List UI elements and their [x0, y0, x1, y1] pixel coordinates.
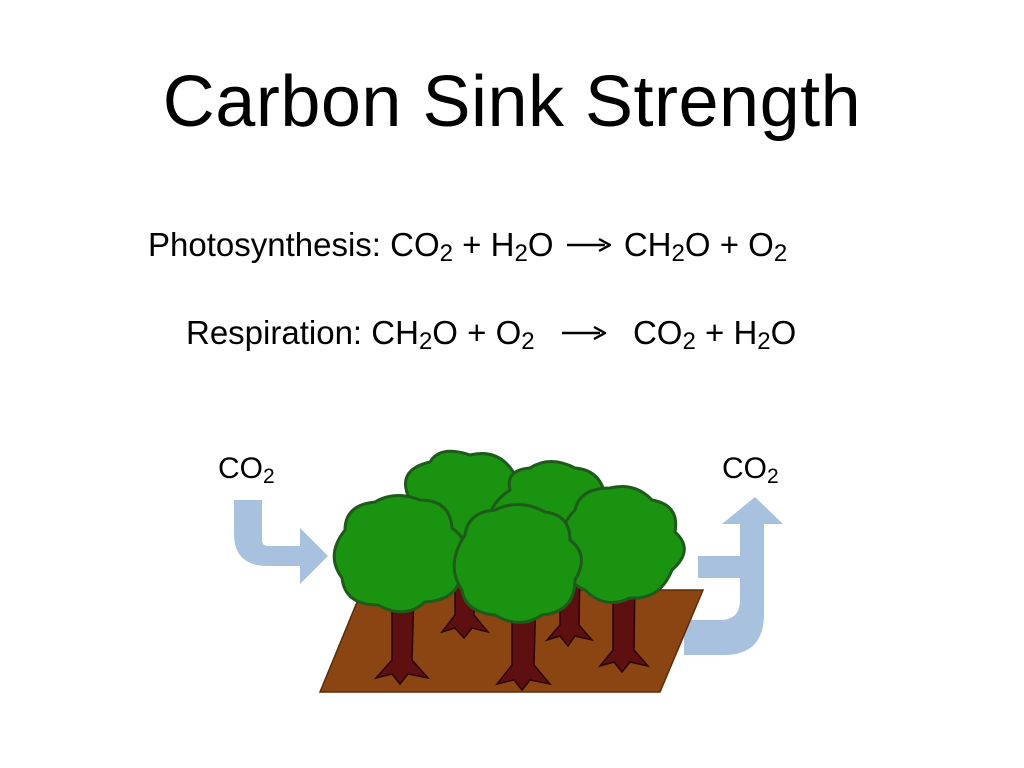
- reactant-co2: CO2: [390, 226, 453, 267]
- respiration-label: Respiration:: [186, 314, 363, 351]
- plus-sign: +: [462, 226, 482, 263]
- respiration-equation: Respiration: CH2O + O2 CO2 + H2O: [186, 313, 797, 355]
- plus-sign: +: [719, 226, 739, 263]
- photosynthesis-label: Photosynthesis:: [148, 226, 381, 263]
- reaction-arrow-icon: [561, 326, 606, 341]
- product-ch2o: CH2O: [623, 226, 711, 267]
- co2-out-label: CO2: [722, 452, 779, 488]
- reactant-o2: O2: [495, 314, 535, 355]
- slide-title: Carbon Sink Strength: [162, 62, 862, 142]
- co2-uptake-arrow-icon: [234, 500, 328, 584]
- product-h2o: H2O: [733, 314, 797, 355]
- plus-sign: +: [705, 314, 725, 351]
- product-o2: O2: [748, 226, 788, 267]
- product-co2: CO2: [632, 314, 696, 355]
- reaction-arrow-icon: [566, 238, 611, 253]
- tree-canopies-front: [332, 494, 583, 624]
- tree-trunks-front: [373, 589, 552, 692]
- co2-in-label: CO2: [218, 452, 275, 488]
- reactant-h2o: H2O: [490, 226, 554, 267]
- plus-sign: +: [467, 314, 487, 351]
- co2-release-arrow-icon: [684, 497, 783, 655]
- reactant-ch2o: CH2O: [371, 314, 458, 355]
- photosynthesis-equation: Photosynthesis: CO2 + H2O CH2O + O2: [148, 225, 788, 267]
